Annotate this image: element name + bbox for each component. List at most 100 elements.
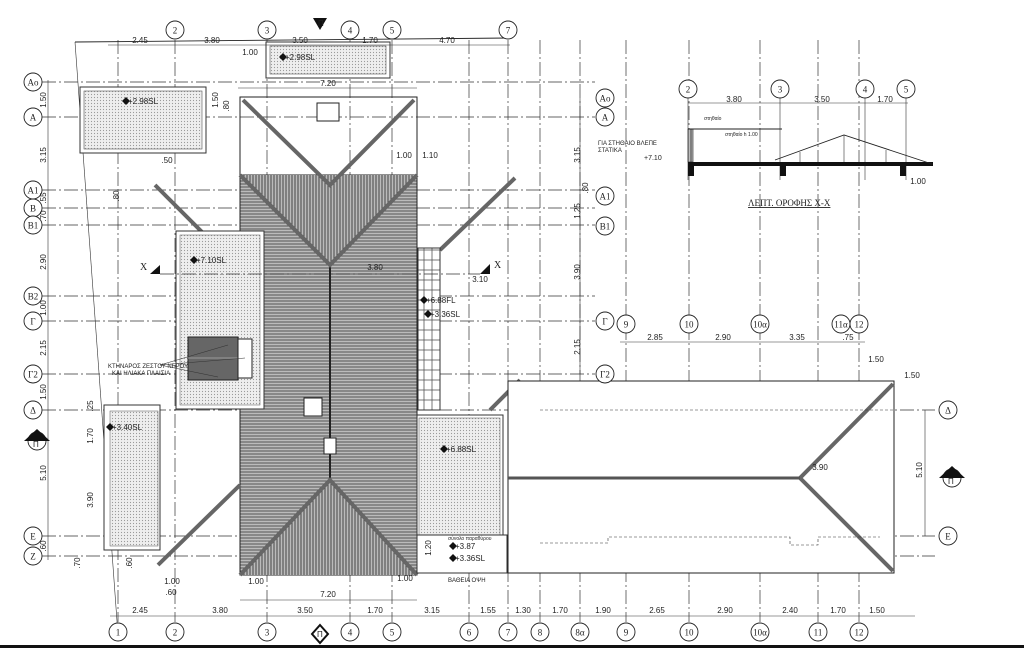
dimension-label: 3.50 (297, 606, 313, 615)
grid-bubble-circle (595, 216, 615, 236)
grid-bubble-circle (165, 622, 185, 642)
grid-bubble-label: 6 (467, 628, 472, 638)
east-wing-roof (507, 380, 895, 574)
section-marker-label: Π (317, 630, 323, 639)
grid-bubble-label: 5 (390, 628, 395, 638)
grid-bubble-label: 4 (348, 628, 353, 638)
dimension-label: 7.20 (320, 590, 336, 599)
grid-column-bubble: 10 (679, 622, 699, 642)
grid-bubble-label: 7 (506, 628, 511, 638)
grid-bubble-circle (382, 622, 402, 642)
grid-bubble-label: Β1 (600, 222, 611, 232)
grid-bubble-circle (750, 314, 770, 334)
dimension-label: 7.20 (320, 79, 336, 88)
dimension-label: 2.85 (647, 333, 663, 342)
dimension-label: .80 (112, 190, 121, 202)
dimension-label: .75 (842, 333, 854, 342)
dimension-label: 4.70 (439, 36, 455, 45)
dimension-label: 1.00 (396, 151, 412, 160)
grid-bubble-label: 12 (855, 320, 864, 330)
grid-bubble-circle (23, 107, 43, 127)
grid-bubble-circle (23, 526, 43, 546)
grid-bubble-circle (498, 622, 518, 642)
level-marker-icon (449, 554, 457, 562)
grid-column-bubble: 9 (616, 622, 636, 642)
grid-column-bubble: 12 (849, 314, 869, 334)
grid-bubble-circle (595, 88, 615, 108)
dimension-label: 3.90 (812, 463, 828, 472)
section-x-label: Χ (494, 260, 502, 271)
grid-bubble-circle (679, 314, 699, 334)
dimension-label: 2.40 (782, 606, 798, 615)
dimension-label: 5.10 (915, 462, 924, 478)
grid-bubble-circle (595, 311, 615, 331)
dimension-label: .60 (165, 588, 177, 597)
main-roof (238, 96, 419, 577)
grid-row-bubble: Α1 (595, 186, 615, 206)
level-label: +6.88SL (446, 445, 477, 454)
level-label: +3.40SL (112, 423, 143, 432)
section-marker-label: Π (948, 477, 954, 486)
grid-bubble-circle (340, 20, 360, 40)
grid-column-bubble: 5 (382, 20, 402, 40)
dimension-label: .50 (161, 156, 173, 165)
grid-column-bubble: 4 (340, 622, 360, 642)
dimension-label: 1.70 (367, 606, 383, 615)
section-marker-pi-right: Π (939, 466, 965, 488)
grid-bubble-label: 2 (686, 85, 691, 95)
grid-bubble-circle (23, 286, 43, 306)
grid-row-bubble: Ε (938, 526, 958, 546)
section-dimension-label: 1.70 (877, 95, 893, 104)
grid-bubble-label: Β1 (28, 221, 39, 231)
section-x-label: Χ (140, 262, 148, 273)
grid-bubble-label: 5 (390, 26, 395, 36)
grid-row-bubble: Γ (595, 311, 615, 331)
grid-bubble-label: 9 (624, 628, 629, 638)
level-label: +3.87 (455, 542, 476, 551)
dimension-label: 3.15 (424, 606, 440, 615)
section-column-bubble: 3 (770, 79, 790, 99)
section-marker-label: Π (33, 440, 39, 449)
terrace-top-fill (269, 45, 387, 75)
level-marker-icon (420, 296, 428, 304)
level-marker-icon (106, 423, 114, 431)
dimension-label: 2.15 (573, 339, 582, 355)
dimension-rails (47, 44, 926, 617)
grid-column-bubble: 10α (750, 314, 770, 334)
grid-bubble-label: 1 (116, 628, 121, 638)
grid-bubble-circle (498, 20, 518, 40)
grid-bubble-label: Β (30, 204, 36, 214)
roof-section-detail: στηθαίο στηθαίο h 1.00 ΓΙΑ ΣΤΗΘΑΙΟ ΒΛΕΠΕ… (598, 98, 933, 208)
dimension-label: 3.10 (472, 275, 488, 284)
grid-bubble-label: 4 (863, 85, 868, 95)
terrace-left-fill (83, 90, 203, 150)
grid-bubble-label: 3 (265, 628, 270, 638)
grid-column-bubble: 12 (849, 622, 869, 642)
dimension-label: 1.70 (830, 606, 846, 615)
section-title: ΛΕΠΤ. ΟΡΟΦΗΣ Χ-Χ (748, 198, 831, 208)
dimension-label: 1.20 (424, 540, 433, 556)
grid-bubble-label: Α1 (28, 186, 39, 196)
grid-bubble-label: Γ (602, 317, 607, 327)
dimension-label: 2.90 (717, 606, 733, 615)
grid-bubble-circle (108, 622, 128, 642)
roof-slope-lines (153, 176, 522, 567)
level-marker-icon (424, 310, 432, 318)
section-small-label: στηθαίο h 1.00 (725, 132, 758, 138)
parapet-note: σύνολο παραθύρου (448, 535, 492, 542)
grid-bubble-circle (849, 314, 869, 334)
grid-column-bubble: 11α (831, 314, 851, 334)
grid-bubble-label: Ζ (30, 552, 36, 562)
grid-bubble-circle (382, 20, 402, 40)
balcony-box (416, 534, 508, 574)
grid-bubble-circle (938, 400, 958, 420)
section-dimension-label: 1.00 (910, 177, 926, 186)
grid-bubble-label: 4 (348, 26, 353, 36)
grid-row-bubble: Α (595, 107, 615, 127)
grid-row-bubble: Β1 (23, 215, 43, 235)
grid-bubble-label: 10 (685, 320, 695, 330)
grid-bubble-label: 9 (624, 320, 629, 330)
grid-bubble-label: Δ (30, 406, 36, 416)
grid-bubble-circle (23, 215, 43, 235)
grid-row-bubble: Ζ (23, 546, 43, 566)
